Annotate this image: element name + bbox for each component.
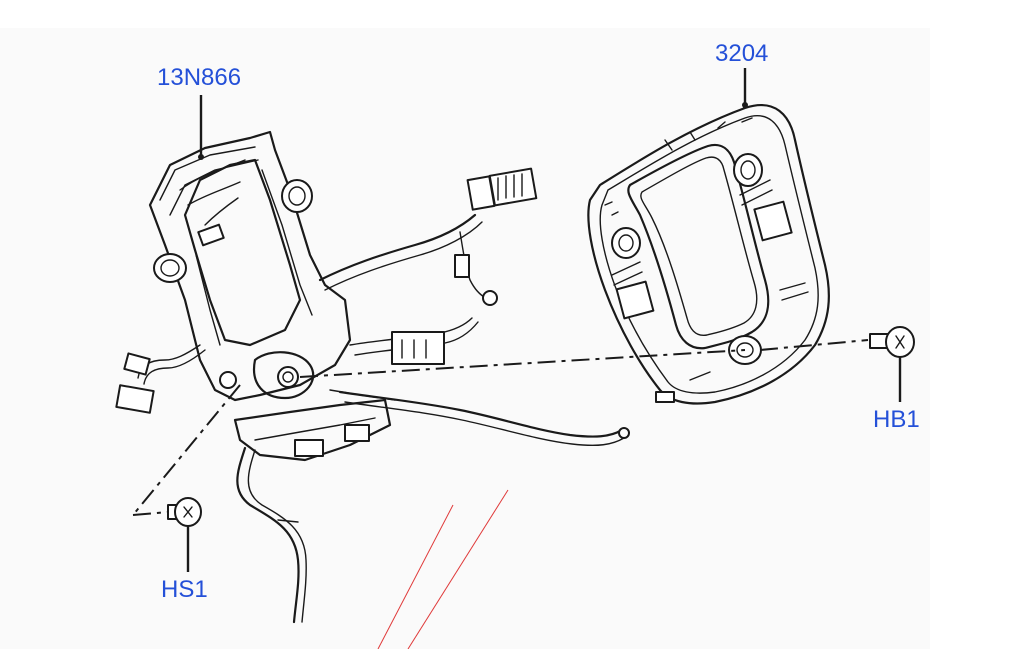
wiring-harness-bracket-13N866[interactable] (115, 130, 630, 624)
callout-13N866[interactable]: 13N866 (157, 64, 242, 91)
trim-bezel-3204[interactable] (587, 104, 830, 405)
assembly-dashed-lines (132, 339, 869, 516)
callout-HB1[interactable]: HB1 (873, 406, 920, 433)
red-guide-lines (377, 489, 509, 650)
diagram-panel (0, 28, 930, 649)
bolt-HB1[interactable] (869, 326, 915, 402)
screw-HS1[interactable] (167, 497, 202, 572)
leader-lines (198, 68, 748, 160)
callout-HS1[interactable]: HS1 (161, 576, 208, 603)
callout-3204[interactable]: 3204 (715, 40, 769, 67)
